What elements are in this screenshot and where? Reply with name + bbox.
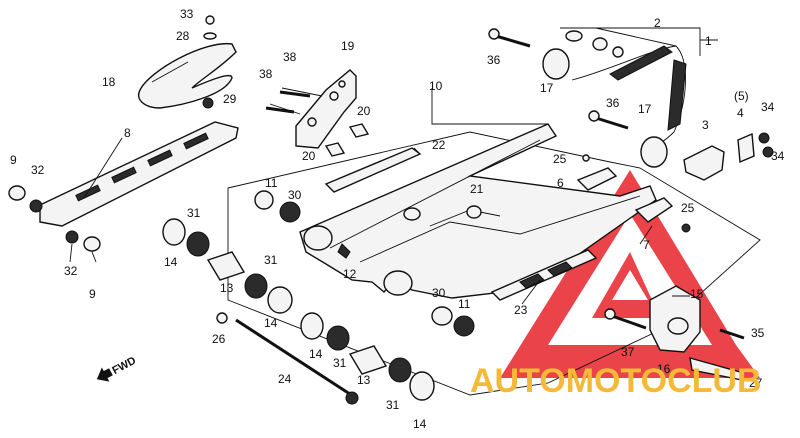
- master-link-2: [565, 30, 624, 58]
- callout-36a: 36: [487, 53, 501, 67]
- bearings-group-a: [162, 190, 301, 314]
- washers-left: [8, 15, 217, 252]
- drive-chain-1: [571, 45, 687, 153]
- callout-37: 37: [621, 345, 635, 359]
- callout-6: 6: [557, 176, 564, 190]
- callout-13a: 13: [220, 281, 234, 295]
- callout-28: 28: [176, 29, 190, 43]
- callout-17b: 17: [638, 102, 652, 116]
- callout-14a: 14: [164, 255, 178, 269]
- tension-plate-7: [634, 197, 674, 223]
- callout-25a: 25: [553, 152, 567, 166]
- callout-25b: 25: [681, 201, 695, 215]
- callout-16: 16: [657, 362, 671, 376]
- callout-17a: 17: [540, 81, 554, 95]
- callout-7: 7: [643, 238, 650, 252]
- callout-36b: 36: [606, 96, 620, 110]
- watermark-triangle-inner: [592, 252, 668, 318]
- callout-12: 12: [343, 267, 357, 281]
- chain-rollers-17: [542, 48, 668, 168]
- callout-11a: 11: [265, 176, 278, 190]
- adjuster-plate-6: [576, 167, 618, 191]
- callout-27: 27: [749, 376, 763, 390]
- forward-arrow-icon: [96, 367, 113, 382]
- chain-slider-18: [138, 43, 237, 109]
- collars-20: [324, 123, 370, 157]
- swingarm-10: [299, 123, 657, 299]
- callout-9a: 9: [10, 153, 17, 167]
- callout-19: 19: [341, 39, 355, 53]
- callout-20b: 20: [302, 149, 316, 163]
- callout-9b: 9: [89, 287, 96, 301]
- callout-14b: 14: [264, 316, 278, 330]
- callout-20a: 20: [357, 104, 371, 118]
- callout-1: 1: [705, 34, 712, 48]
- callout-10: 10: [429, 79, 443, 93]
- callout-30a: 30: [288, 188, 302, 202]
- callout-32a: 32: [31, 163, 45, 177]
- callout-38b: 38: [283, 50, 297, 64]
- chain-guide-15: [649, 285, 743, 381]
- bracket-3: [683, 132, 755, 181]
- bearings-group-b: [300, 306, 475, 401]
- callout-33: 33: [180, 7, 194, 21]
- callout-35: 35: [751, 326, 765, 340]
- callout-13b: 13: [357, 373, 371, 387]
- callout-21: 21: [470, 182, 484, 196]
- callout-31c: 31: [333, 356, 347, 370]
- callout-labels: 1 2 3 4 (5) 6 7 8 9 9 10 11 11 12 13 13 …: [10, 7, 785, 431]
- chain-guide-bar-8: [39, 121, 239, 227]
- chain-guide-plate-19: [269, 69, 357, 149]
- callout-34b: 34: [771, 149, 785, 163]
- callout-8: 8: [124, 126, 131, 140]
- callout-31b: 31: [264, 253, 278, 267]
- callout-2: 2: [654, 16, 661, 30]
- leader-lines: [69, 27, 718, 305]
- decal-23: [490, 249, 598, 301]
- pivot-bolt-24: [216, 312, 359, 405]
- callout-5: (5): [734, 89, 749, 103]
- callout-32b: 32: [64, 264, 78, 278]
- callout-38a: 38: [259, 67, 273, 81]
- callout-22: 22: [432, 138, 446, 152]
- watermark-text: AUTOMOTOCLUB: [470, 362, 762, 400]
- callout-34a: 34: [761, 100, 775, 114]
- forward-direction-indicator: FWD: [96, 355, 138, 382]
- callout-15: 15: [690, 287, 704, 301]
- callout-18: 18: [102, 75, 116, 89]
- callout-4: 4: [737, 106, 744, 120]
- callout-30b: 30: [432, 286, 446, 300]
- callout-29: 29: [223, 92, 237, 106]
- callout-14c: 14: [309, 347, 323, 361]
- callout-23: 23: [514, 303, 528, 317]
- callout-31a: 31: [187, 206, 201, 220]
- callout-31d: 31: [386, 398, 400, 412]
- forward-label: FWD: [110, 355, 138, 377]
- callout-3: 3: [702, 118, 709, 132]
- callout-24: 24: [278, 372, 292, 386]
- callout-26: 26: [212, 332, 226, 346]
- callout-14d: 14: [413, 417, 427, 431]
- assembly-frame: [227, 131, 761, 396]
- callout-11b: 11: [458, 297, 471, 311]
- bolts: [265, 28, 774, 340]
